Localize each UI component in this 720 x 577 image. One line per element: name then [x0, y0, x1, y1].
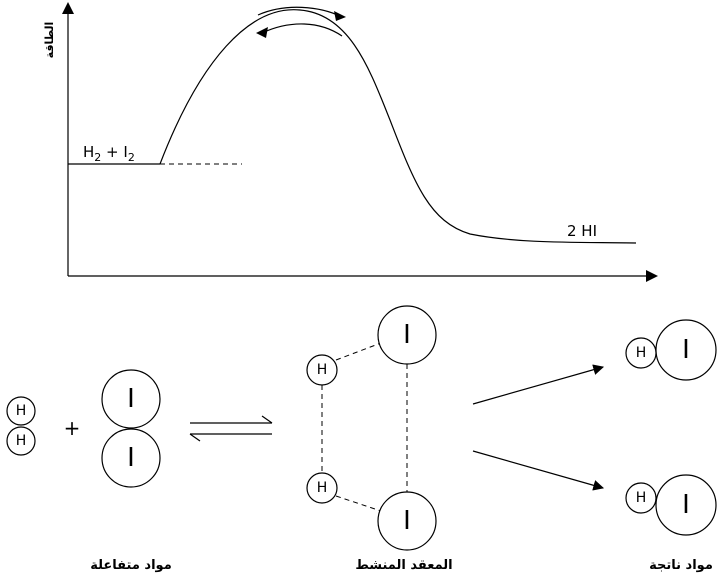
- reverse-arc: [261, 23, 343, 37]
- reactant-i-label-1: I: [127, 384, 135, 414]
- products-caption: مواد ناتجة: [649, 558, 713, 573]
- complex-i-atom-top: [377, 305, 437, 365]
- complex-h-label-top: H: [317, 362, 328, 378]
- x-axis-arrowhead: [646, 270, 658, 282]
- plus-sign: +: [64, 416, 81, 440]
- activated-complex: I I H H: [306, 305, 437, 551]
- arrow-to-product-top: [472, 364, 605, 405]
- energy-profile: الطاقة H2 + I2 2 HI: [43, 2, 658, 282]
- y-axis-arrowhead: [62, 2, 74, 14]
- forward-arc-head: [334, 11, 346, 21]
- complex-bond-hi-top: [335, 342, 382, 361]
- arrow-to-product-bottom: [472, 450, 605, 491]
- complex-h-atom-bottom: [306, 472, 338, 504]
- product-i-atom-2: [655, 474, 717, 536]
- reactant-h-atom-2: [6, 426, 36, 456]
- product-h-atom-1: [625, 337, 657, 369]
- product-h-label-1: H: [636, 345, 647, 361]
- product-h-atom-2: [625, 482, 657, 514]
- activated-complex-caption: المعقد المنشط: [355, 558, 452, 573]
- complex-h-label-bottom: H: [317, 480, 328, 496]
- products-label: 2 HI: [567, 222, 597, 240]
- reactants-group: H H + I I: [6, 369, 161, 488]
- complex-bond-hi-bottom: [335, 495, 382, 512]
- complex-h-atom-top: [306, 354, 338, 386]
- reverse-arc-head: [256, 27, 268, 38]
- reactant-i-atom-2: [101, 428, 161, 488]
- y-axis-label: الطاقة: [43, 22, 56, 59]
- products-group: I H I H: [625, 319, 717, 536]
- product-i-label-1: I: [682, 335, 690, 365]
- reactants-label: H2 + I2: [83, 143, 135, 164]
- reactant-h-atom-1: [6, 396, 36, 426]
- complex-i-atom-bottom: [377, 491, 437, 551]
- reactant-h-label-1: H: [16, 403, 27, 419]
- reactants-caption: مواد متفاعلة: [90, 558, 172, 573]
- equilibrium-arrows: [189, 415, 273, 442]
- reactant-i-atom-1: [101, 369, 161, 429]
- reactant-i-label-2: I: [127, 443, 135, 473]
- product-h-label-2: H: [636, 490, 647, 506]
- reactant-h-label-2: H: [16, 433, 27, 449]
- product-i-label-2: I: [682, 490, 690, 520]
- energy-curve: [159, 9, 637, 244]
- forward-arc: [257, 6, 343, 18]
- complex-i-label-top: I: [403, 320, 411, 350]
- complex-i-label-bottom: I: [403, 506, 411, 536]
